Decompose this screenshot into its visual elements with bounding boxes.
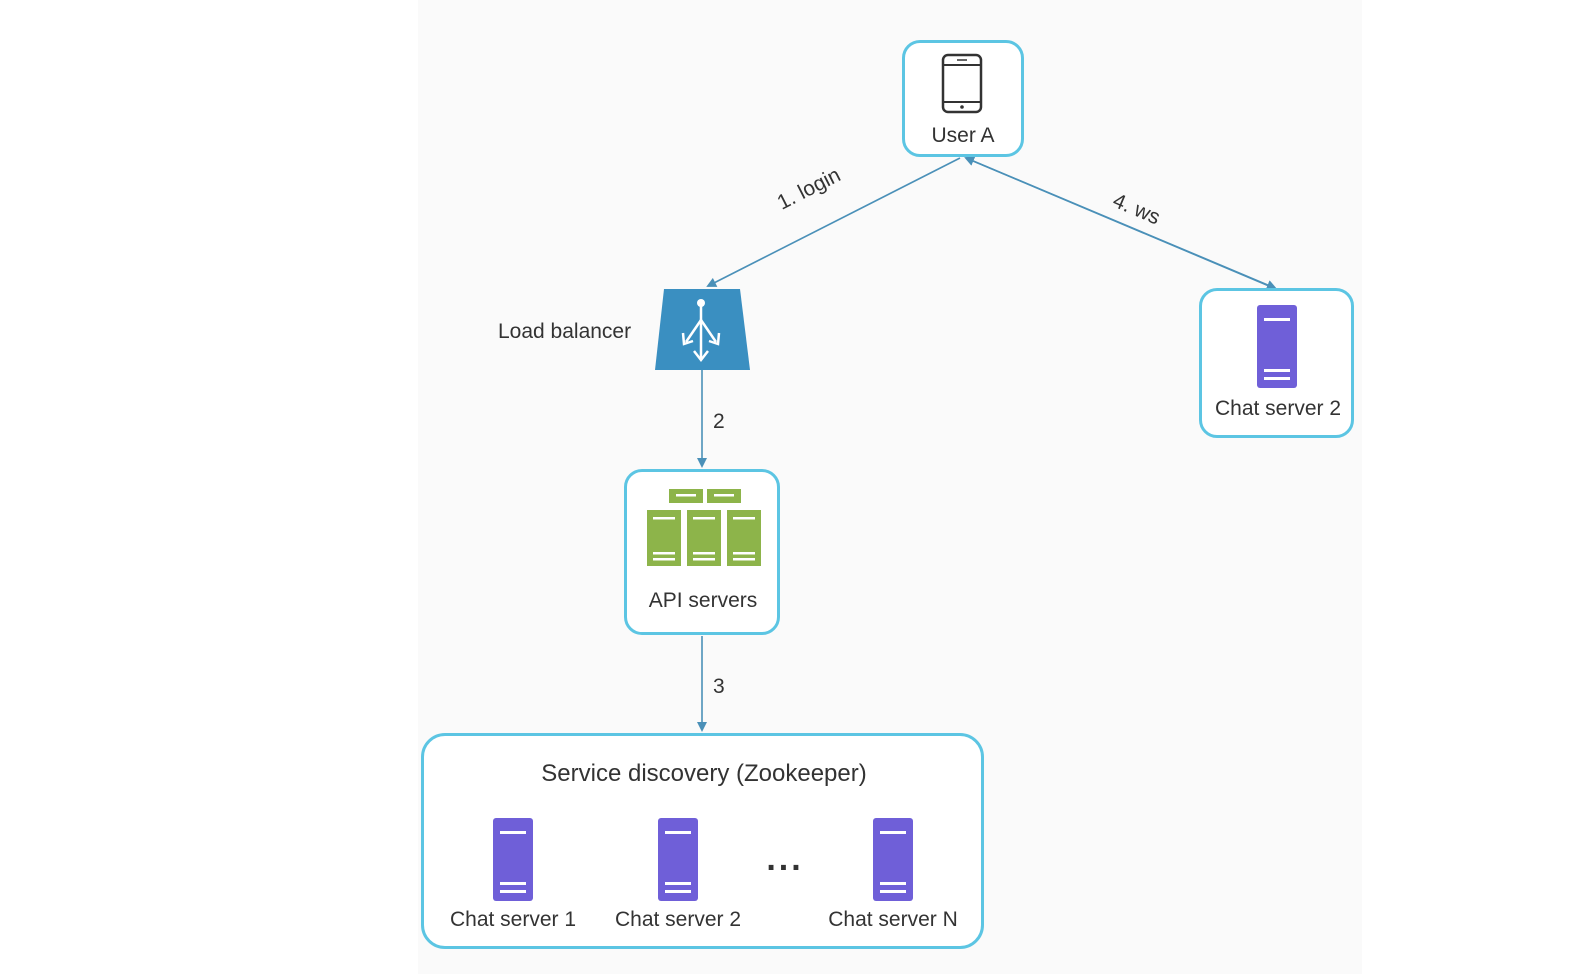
edge-ws-to-chat — [965, 157, 1277, 290]
chat-server-n-label: Chat server N — [828, 908, 958, 931]
api-servers-label: API servers — [648, 589, 758, 612]
edge-label-3: 3 — [713, 675, 725, 698]
api-servers-icon — [647, 489, 761, 566]
chat-server-2-label: Chat server 2 — [614, 908, 742, 931]
chat-server-top-node[interactable]: Chat server 2 — [1199, 288, 1354, 438]
server-icon — [1257, 305, 1297, 388]
ellipsis: ... — [766, 840, 804, 878]
chat-server-top-label: Chat server 2 — [1214, 397, 1342, 420]
mobile-phone-icon — [941, 53, 983, 114]
chat-server-n-icon — [873, 818, 913, 901]
api-servers-node[interactable]: API servers — [624, 469, 780, 635]
load-balancer-label: Load balancer — [498, 320, 632, 343]
zookeeper-servers — [493, 818, 913, 901]
user-a-node[interactable]: User A — [902, 40, 1024, 157]
chat-server-2-icon — [658, 818, 698, 901]
service-discovery-title: Service discovery (Zookeeper) — [541, 760, 867, 787]
edge-login — [706, 157, 961, 287]
chat-server-1-label: Chat server 1 — [449, 908, 577, 931]
edge-label-2: 2 — [713, 410, 725, 433]
service-discovery-node[interactable]: Service discovery (Zookeeper) ... Chat s… — [421, 733, 984, 949]
user-a-label: User A — [931, 124, 995, 147]
chat-server-1-icon — [493, 818, 533, 901]
